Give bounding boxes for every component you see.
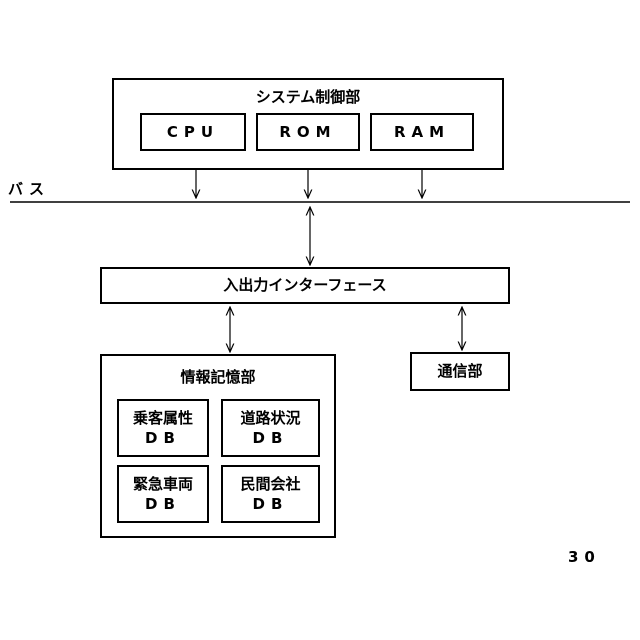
road-db-box: 道路状況 DB <box>221 399 320 457</box>
cpu-box: CPU <box>140 113 246 151</box>
communication-box: 通信部 <box>410 352 510 391</box>
road-db-line1: 道路状況 <box>223 409 318 428</box>
passenger-db-box: 乗客属性 DB <box>117 399 209 457</box>
private-db-line1: 民間会社 <box>223 475 318 494</box>
road-db-line2: DB <box>223 429 318 448</box>
ram-box: RAM <box>370 113 474 151</box>
system-control-title: システム制御部 <box>114 86 502 107</box>
info-storage-title: 情報記憶部 <box>102 366 334 387</box>
emergency-db-line2: DB <box>119 495 207 514</box>
passenger-db-line1: 乗客属性 <box>119 409 207 428</box>
ram-label: RAM <box>372 123 472 142</box>
emergency-db-line1: 緊急車両 <box>119 475 207 494</box>
communication-label: 通信部 <box>412 362 508 381</box>
io-interface-label: 入出力インターフェース <box>102 276 508 295</box>
bus-label: バス <box>8 178 50 199</box>
figure-number: 30 <box>568 548 601 566</box>
cpu-label: CPU <box>142 123 244 142</box>
private-db-box: 民間会社 DB <box>221 465 320 523</box>
rom-box: ROM <box>256 113 360 151</box>
emergency-db-box: 緊急車両 DB <box>117 465 209 523</box>
private-db-line2: DB <box>223 495 318 514</box>
rom-label: ROM <box>258 123 358 142</box>
passenger-db-line2: DB <box>119 429 207 448</box>
io-interface-box: 入出力インターフェース <box>100 267 510 304</box>
